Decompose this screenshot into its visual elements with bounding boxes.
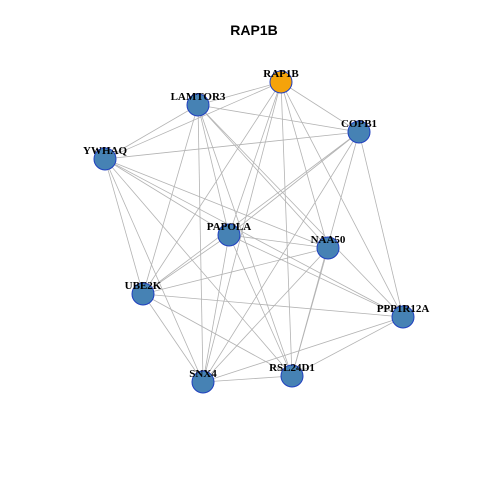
edge-ywhaq-snx4 [104, 158, 204, 383]
edge-lamtor3-ppp1r12a [197, 104, 404, 318]
node-circle-naa50 [316, 236, 340, 260]
node-circle-snx4 [191, 370, 215, 394]
edge-copb1-papola [228, 131, 360, 236]
node-circle-ube2k [131, 282, 155, 306]
edge-rap1b-ube2k [142, 81, 282, 295]
edge-lamtor3-naa50 [197, 104, 329, 249]
node-circle-lamtor3 [186, 93, 210, 117]
node-rap1b: RAP1B [263, 68, 299, 94]
node-naa50: NAA50 [311, 234, 346, 260]
node-label-rap1b: RAP1B [263, 68, 299, 80]
node-rsl24d1: RSL24D1 [269, 362, 315, 388]
edge-papola-ppp1r12a [228, 234, 404, 318]
edge-ywhaq-naa50 [104, 158, 329, 249]
node-circle-rap1b [269, 70, 293, 94]
node-ywhaq: YWHAQ [83, 145, 127, 171]
edge-lamtor3-snx4 [197, 104, 204, 383]
node-snx4: SNX4 [189, 368, 217, 394]
node-circle-copb1 [347, 120, 371, 144]
edge-naa50-ube2k [142, 247, 329, 295]
node-ube2k: UBE2K [125, 280, 162, 306]
edge-ube2k-ppp1r12a [142, 293, 404, 318]
edge-rap1b-ywhaq [104, 81, 282, 160]
edge-copb1-ppp1r12a [358, 131, 404, 318]
edge-rap1b-naa50 [280, 81, 329, 249]
edge-lamtor3-ywhaq [104, 104, 199, 160]
edge-copb1-ube2k [142, 131, 360, 295]
node-label-copb1: COPB1 [341, 118, 377, 130]
node-label-ywhaq: YWHAQ [83, 145, 127, 157]
node-label-rsl24d1: RSL24D1 [269, 362, 315, 374]
edge-rap1b-rsl24d1 [280, 81, 293, 377]
edge-copb1-snx4 [202, 131, 360, 383]
node-papola: PAPOLA [207, 221, 251, 247]
edge-naa50-rsl24d1 [291, 247, 329, 377]
edge-lamtor3-papola [197, 104, 230, 236]
edge-snx4-rsl24d1 [202, 375, 293, 383]
edge-lamtor3-copb1 [197, 104, 360, 133]
node-ppp1r12a: PPP1R12A [377, 303, 430, 329]
node-circle-ywhaq [93, 147, 117, 171]
node-lamtor3: LAMTOR3 [171, 91, 226, 117]
edge-papola-snx4 [202, 234, 230, 383]
node-circle-papola [217, 223, 241, 247]
node-label-ube2k: UBE2K [125, 280, 162, 292]
edge-ywhaq-papola [104, 158, 230, 236]
edge-papola-naa50 [228, 234, 329, 249]
edge-ube2k-snx4 [142, 293, 204, 383]
node-circle-rsl24d1 [280, 364, 304, 388]
edge-ywhaq-rsl24d1 [104, 158, 293, 377]
edge-papola-ube2k [142, 234, 230, 295]
node-label-snx4: SNX4 [189, 368, 217, 380]
edge-ppp1r12a-rsl24d1 [291, 316, 404, 377]
edge-rap1b-papola [228, 81, 282, 236]
edge-copb1-ywhaq [104, 131, 360, 160]
edge-rap1b-ppp1r12a [280, 81, 404, 318]
edge-rap1b-lamtor3 [197, 81, 282, 106]
node-label-naa50: NAA50 [311, 234, 346, 246]
edge-ube2k-rsl24d1 [142, 293, 293, 377]
node-copb1: COPB1 [341, 118, 377, 144]
node-label-lamtor3: LAMTOR3 [171, 91, 226, 103]
edge-ywhaq-ube2k [104, 158, 144, 295]
node-label-ppp1r12a: PPP1R12A [377, 303, 430, 315]
edge-lamtor3-rsl24d1 [197, 104, 293, 377]
edges-layer [104, 81, 404, 383]
edge-rap1b-copb1 [280, 81, 360, 133]
edge-naa50-snx4 [202, 247, 329, 383]
diagram-title: RAP1B [230, 22, 277, 38]
edge-ppp1r12a-snx4 [202, 316, 404, 383]
edge-papola-rsl24d1 [228, 234, 293, 377]
node-label-papola: PAPOLA [207, 221, 251, 233]
node-circle-ppp1r12a [391, 305, 415, 329]
